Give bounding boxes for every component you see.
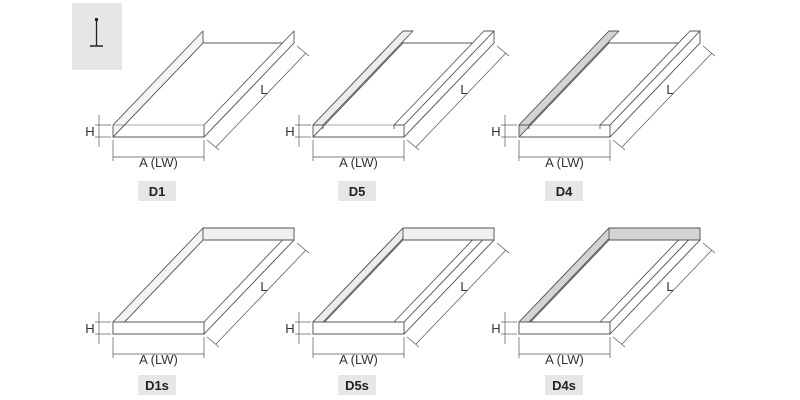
- length-dimension-line: [215, 249, 307, 345]
- width-label: A (LW): [139, 155, 178, 170]
- length-dimension-line: [415, 249, 507, 345]
- tray-front-end-wall: [312, 321, 405, 335]
- tray-d5: H A (LW) L: [285, 30, 510, 170]
- length-label: L: [666, 279, 673, 294]
- tray-front-end-wall: [518, 321, 611, 335]
- length-extension-line: [296, 45, 310, 57]
- length-extension-line: [406, 139, 420, 151]
- length-extension-line: [296, 242, 310, 254]
- width-label: A (LW): [339, 155, 378, 170]
- width-label: A (LW): [545, 352, 584, 367]
- length-label: L: [260, 279, 267, 294]
- width-label: A (LW): [545, 155, 584, 170]
- length-dimension-line: [215, 52, 307, 148]
- length-dimension-line: [621, 52, 713, 148]
- width-label: A (LW): [339, 352, 378, 367]
- tray-back-end-wall: [608, 227, 701, 241]
- tray-right-wall: [203, 30, 295, 138]
- height-label: H: [491, 321, 500, 336]
- length-label: L: [460, 279, 467, 294]
- tray-d1s: H A (LW) L: [85, 227, 310, 367]
- variant-code-d4s: D4s: [545, 375, 583, 395]
- variant-code-d1s: D1s: [138, 375, 176, 395]
- length-extension-line: [612, 139, 626, 151]
- width-label: A (LW): [139, 352, 178, 367]
- length-label: L: [460, 82, 467, 97]
- length-dimension-line: [415, 52, 507, 148]
- variant-code-d5s: D5s: [338, 375, 376, 395]
- tray-back-end-wall: [402, 227, 495, 241]
- length-dimension-line: [621, 249, 713, 345]
- height-label: H: [85, 124, 94, 139]
- length-label: L: [666, 82, 673, 97]
- height-label: H: [491, 124, 500, 139]
- tray-back-end-wall: [202, 227, 295, 241]
- length-extension-line: [206, 336, 220, 348]
- tray-front-end-wall: [112, 321, 205, 335]
- variant-code-d1: D1: [138, 181, 176, 201]
- length-extension-line: [702, 242, 716, 254]
- tray-d4s: H A (LW) L: [491, 227, 716, 367]
- mounting-type-box: [72, 3, 122, 70]
- pendant-rod-icon: [90, 18, 103, 47]
- tray-d4: H A (LW) L: [491, 30, 716, 170]
- height-label: H: [285, 321, 294, 336]
- length-extension-line: [702, 45, 716, 57]
- tray-d5s: H A (LW) L: [285, 227, 510, 367]
- length-extension-line: [612, 336, 626, 348]
- tray-left-wall: [112, 30, 204, 138]
- length-extension-line: [496, 45, 510, 57]
- length-extension-line: [406, 336, 420, 348]
- length-extension-line: [206, 139, 220, 151]
- length-label: L: [260, 82, 267, 97]
- variant-code-d4: D4: [545, 181, 583, 201]
- tray-d1: H A (LW) L: [85, 30, 310, 170]
- length-extension-line: [496, 242, 510, 254]
- variant-code-d5: D5: [338, 181, 376, 201]
- height-label: H: [285, 124, 294, 139]
- height-label: H: [85, 321, 94, 336]
